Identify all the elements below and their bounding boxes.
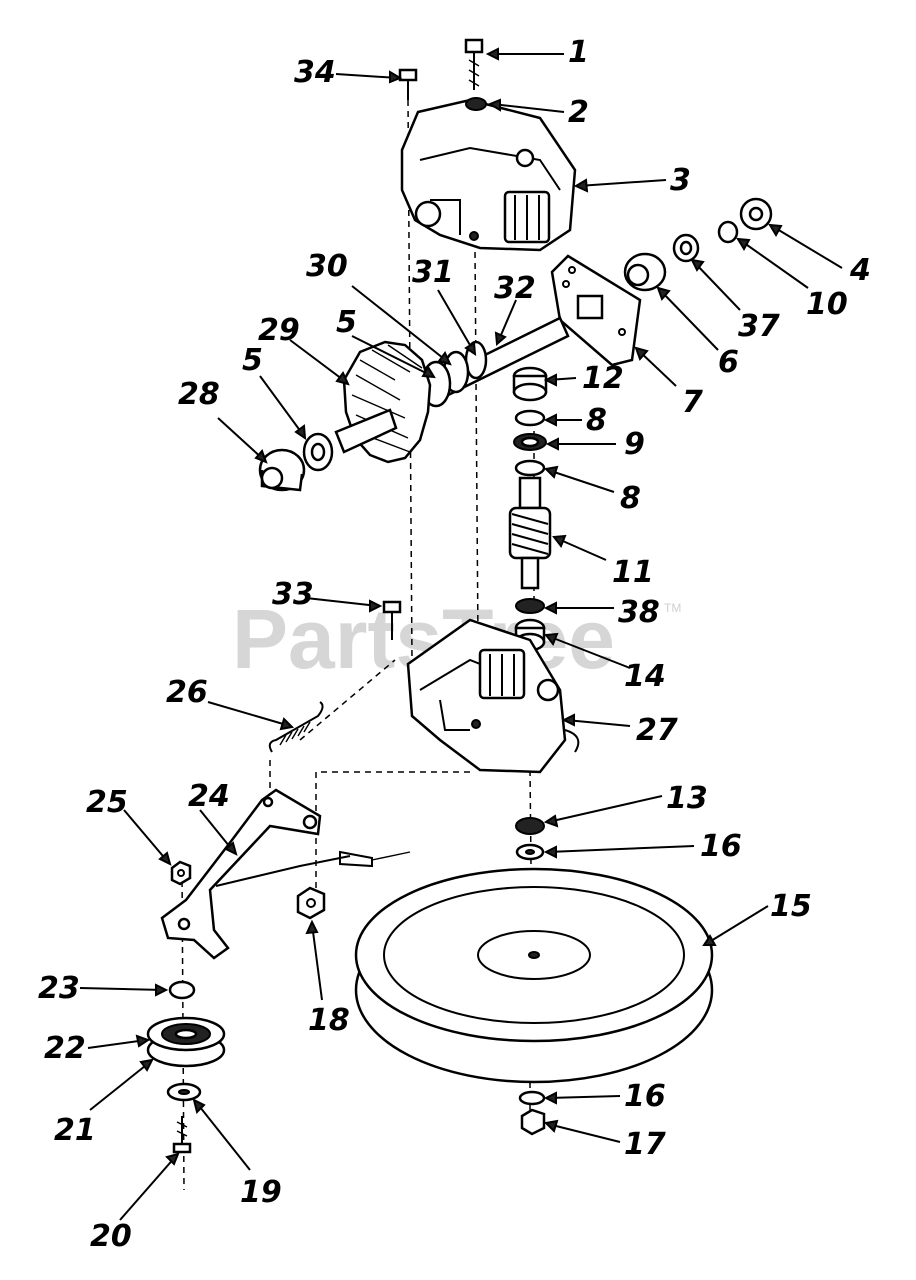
upper-washer bbox=[514, 409, 546, 427]
flange-bushing-left bbox=[258, 448, 306, 492]
callout-22: 22 bbox=[44, 1031, 86, 1066]
callout-3: 3 bbox=[670, 163, 691, 198]
callout-8-upper: 8 bbox=[586, 403, 607, 438]
callout-16-upper: 16 bbox=[700, 829, 742, 864]
idler-spacer bbox=[168, 980, 196, 1000]
idler-pulley bbox=[146, 1016, 226, 1068]
spacer-washer bbox=[302, 432, 334, 472]
pulley-washer-bottom bbox=[518, 1090, 546, 1106]
callout-13: 13 bbox=[666, 781, 708, 816]
retaining-cap bbox=[739, 197, 773, 231]
lower-gear-housing bbox=[406, 618, 580, 774]
pulley-washer-top bbox=[515, 843, 545, 861]
lower-washer bbox=[514, 459, 546, 477]
callout-32: 32 bbox=[494, 271, 536, 306]
callout-12: 12 bbox=[582, 361, 624, 396]
callout-29: 29 bbox=[258, 313, 300, 348]
callout-6: 6 bbox=[718, 345, 739, 380]
callout-38: 38 bbox=[618, 595, 660, 630]
idler-washer bbox=[166, 1082, 202, 1102]
lock-washer bbox=[465, 97, 487, 111]
flange-bushing bbox=[623, 252, 667, 292]
callout-14: 14 bbox=[624, 659, 666, 694]
thrust-washer bbox=[672, 233, 700, 263]
callout-4: 4 bbox=[849, 253, 871, 288]
callout-5-upper: 5 bbox=[336, 305, 357, 340]
callout-15: 15 bbox=[770, 889, 812, 924]
callout-23: 23 bbox=[38, 971, 80, 1006]
thrust-bearing bbox=[513, 433, 547, 451]
hex-nut-medium bbox=[296, 886, 326, 920]
callout-18: 18 bbox=[308, 1003, 350, 1038]
callout-37: 37 bbox=[738, 309, 780, 344]
hex-nut-small bbox=[170, 860, 192, 886]
callout-labels: 1 2 3 34 4 10 37 6 7 12 8 9 8 11 38 14 2… bbox=[38, 35, 871, 1254]
drive-pulley bbox=[354, 867, 714, 1084]
worm-bushing bbox=[512, 366, 548, 402]
callout-30: 30 bbox=[306, 249, 348, 284]
upper-gear-housing bbox=[400, 98, 577, 252]
callout-1: 1 bbox=[568, 35, 589, 70]
callout-28: 28 bbox=[178, 377, 220, 412]
callout-27: 27 bbox=[636, 713, 678, 748]
callout-21: 21 bbox=[54, 1113, 96, 1148]
extension-spring bbox=[268, 701, 324, 753]
watermark-trademark: TM bbox=[664, 601, 681, 615]
screw-lower bbox=[382, 600, 402, 640]
callout-20: 20 bbox=[90, 1219, 132, 1254]
thrust-washer-lower bbox=[515, 598, 545, 614]
screw bbox=[398, 68, 418, 100]
callout-31: 31 bbox=[412, 255, 454, 290]
pulley-nut bbox=[520, 1108, 546, 1136]
callout-24: 24 bbox=[188, 779, 230, 814]
callout-19: 19 bbox=[240, 1175, 282, 1210]
idler-bolt bbox=[172, 1116, 192, 1154]
flat-washer bbox=[717, 220, 739, 244]
idler-bracket bbox=[160, 788, 411, 960]
callout-8-lower: 8 bbox=[620, 481, 641, 516]
callout-34: 34 bbox=[294, 55, 336, 90]
callout-33: 33 bbox=[272, 577, 314, 612]
callout-16-lower: 16 bbox=[624, 1079, 666, 1114]
spacer bbox=[515, 817, 545, 835]
worm-gear bbox=[508, 476, 552, 590]
callout-17: 17 bbox=[624, 1127, 666, 1162]
callout-11: 11 bbox=[612, 555, 654, 590]
callout-25: 25 bbox=[86, 785, 128, 820]
callout-9: 9 bbox=[624, 427, 645, 462]
bolt bbox=[464, 38, 484, 90]
callout-7: 7 bbox=[682, 385, 703, 420]
callout-2: 2 bbox=[568, 95, 589, 130]
callout-5-left: 5 bbox=[242, 343, 263, 378]
leader-arrows bbox=[79, 47, 843, 1221]
callout-26: 26 bbox=[166, 675, 208, 710]
callout-10: 10 bbox=[806, 287, 848, 322]
bevel-gear bbox=[334, 340, 432, 464]
